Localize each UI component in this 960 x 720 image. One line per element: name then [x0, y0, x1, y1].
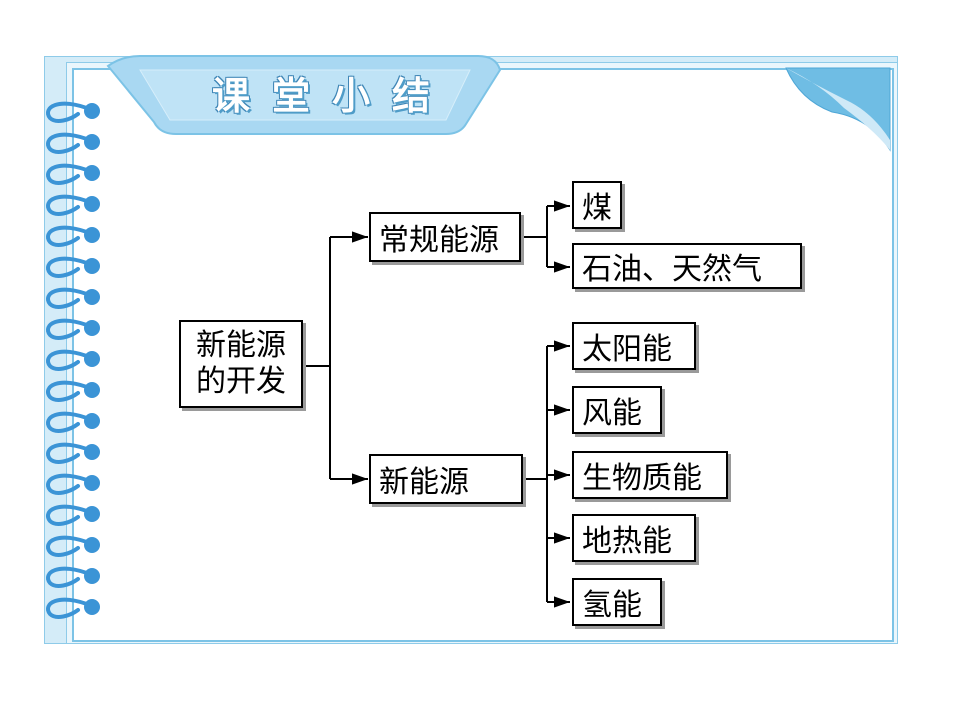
spiral-ring-hole: [84, 444, 100, 460]
spiral-ring-wire: [46, 349, 94, 371]
spiral-ring-wire: [46, 225, 94, 247]
spiral-ring-hole: [84, 196, 100, 212]
section-title: 课堂小结: [211, 73, 452, 118]
leaf-node-hydrogen: 氢能: [572, 578, 662, 626]
spiral-ring-hole: [84, 103, 100, 119]
leaf-node-oil-gas: 石油、天然气: [572, 243, 802, 289]
spiral-ring-wire: [46, 194, 94, 216]
spiral-ring-wire: [46, 411, 94, 433]
branch-node-conventional: 常规能源: [369, 212, 521, 262]
spiral-rings: [46, 101, 100, 619]
leaf-node-biomass: 生物质能: [572, 451, 728, 499]
spiral-ring-hole: [84, 475, 100, 491]
spiral-ring-hole: [84, 351, 100, 367]
leaf-node-wind: 风能: [572, 386, 662, 434]
spiral-ring-hole: [84, 382, 100, 398]
spiral-ring-hole: [84, 258, 100, 274]
spiral-ring-wire: [46, 132, 94, 154]
root-node: 新能源 的开发: [179, 320, 303, 408]
branch-node-new-energy: 新能源: [369, 454, 523, 504]
spiral-ring-hole: [84, 568, 100, 584]
spiral-ring-hole: [84, 413, 100, 429]
spiral-ring-hole: [84, 506, 100, 522]
spiral-ring-hole: [84, 599, 100, 615]
root-label-line2: 的开发: [196, 364, 286, 399]
spiral-ring-wire: [46, 163, 94, 185]
root-label-line1: 新能源: [196, 328, 286, 363]
spiral-ring-hole: [84, 165, 100, 181]
spiral-ring-wire: [46, 318, 94, 340]
spiral-ring-wire: [46, 597, 94, 619]
leaf-node-geothermal: 地热能: [572, 514, 696, 562]
spiral-ring-wire: [46, 287, 94, 309]
leaf-node-coal: 煤: [572, 181, 622, 229]
spiral-ring-wire: [46, 535, 94, 557]
spiral-ring-wire: [46, 256, 94, 278]
spiral-ring-hole: [84, 537, 100, 553]
spiral-ring-wire: [46, 101, 94, 123]
spiral-ring-wire: [46, 442, 94, 464]
spiral-ring-wire: [46, 566, 94, 588]
spiral-ring-hole: [84, 227, 100, 243]
spiral-ring-wire: [46, 380, 94, 402]
spiral-ring-hole: [84, 134, 100, 150]
spiral-ring-wire: [46, 504, 94, 526]
header-tab-inner: [139, 69, 471, 121]
spiral-ring-hole: [84, 289, 100, 305]
spiral-ring-hole: [84, 320, 100, 336]
spiral-ring-wire: [46, 473, 94, 495]
leaf-node-solar: 太阳能: [572, 322, 696, 370]
